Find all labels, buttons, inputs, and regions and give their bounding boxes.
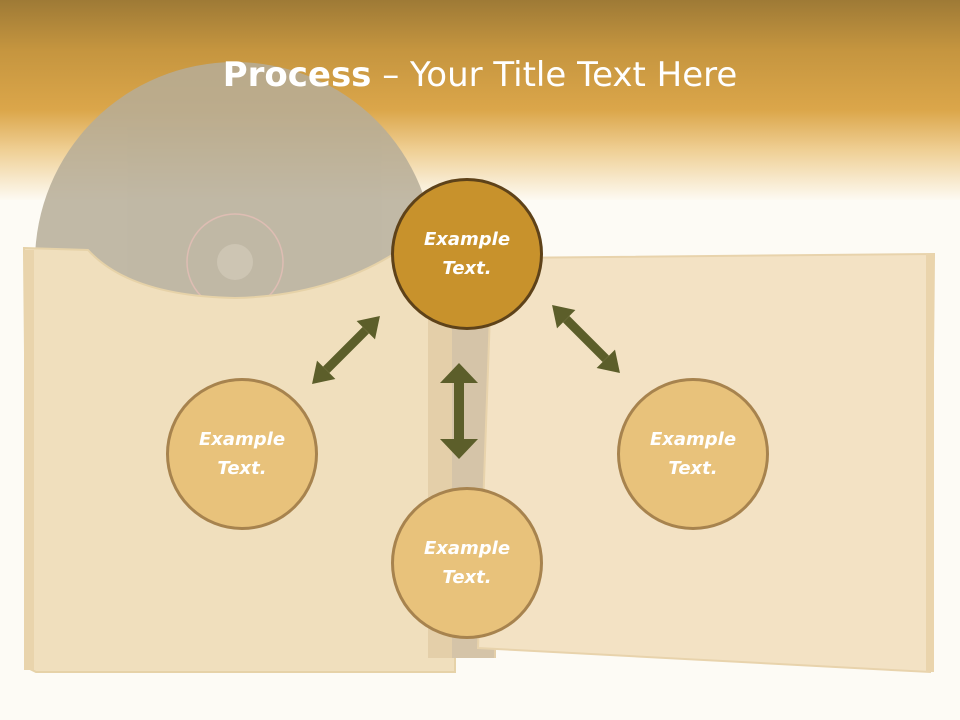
- node-right: Example Text.: [617, 378, 769, 530]
- arrow-top-left: [312, 316, 380, 384]
- title-bold: Process: [222, 55, 372, 95]
- node-left-line2: Text.: [217, 458, 267, 479]
- node-right-line1: Example: [649, 429, 737, 450]
- right-folder-edge: [926, 254, 934, 672]
- arrow-vertical: [440, 363, 478, 459]
- node-right-line2: Text.: [668, 458, 718, 479]
- slide-title: Process – Your Title Text Here: [0, 52, 960, 98]
- node-left: Example Text.: [166, 378, 318, 530]
- node-left-line1: Example: [198, 429, 286, 450]
- left-folder-edge: [24, 250, 34, 670]
- node-top-line1: Example: [423, 229, 511, 250]
- node-top-line2: Text.: [442, 258, 492, 279]
- node-top: Example Text.: [391, 178, 543, 330]
- connector-arrows: [312, 305, 620, 459]
- node-bottom: Example Text.: [391, 487, 543, 639]
- title-rest: – Your Title Text Here: [371, 55, 738, 95]
- node-bottom-line2: Text.: [442, 567, 492, 588]
- node-bottom-line1: Example: [423, 538, 511, 559]
- arrow-top-right: [552, 305, 620, 373]
